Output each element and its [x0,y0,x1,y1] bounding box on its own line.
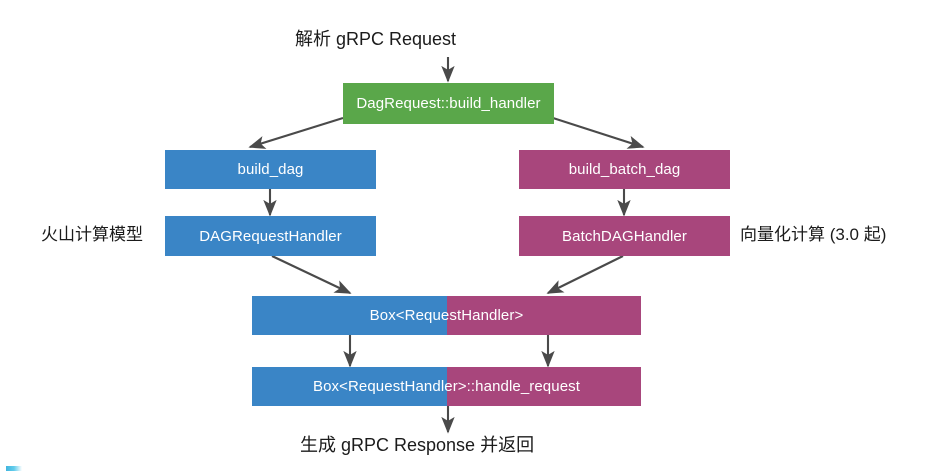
node-build-handler[interactable]: DagRequest::build_handler [343,83,554,124]
edge-build-handler-to-build-dag [248,116,344,149]
corner-artifact [6,466,22,471]
entry-caption-text: 解析 gRPC Request [295,29,457,49]
node-build-dag[interactable]: build_dag [165,150,376,189]
side-label-left-text: 火山计算模型 [41,225,143,244]
edge-dag-handler-to-box-handler [271,255,352,294]
entry-caption: 解析 gRPC Request [295,28,456,50]
edge-build-handler-to-build-batch-dag [552,117,645,149]
node-handle-request[interactable]: Box<RequestHandler>::handle_request [252,367,641,406]
node-build-batch-dag[interactable]: build_batch_dag [519,150,730,189]
node-handle-request-label: Box<RequestHandler>::handle_request [312,378,581,395]
node-build-handler-label: DagRequest::build_handler [356,95,541,112]
node-box-request-handler[interactable]: Box<RequestHandler> [252,296,641,335]
edge-batch-handler-to-box-handler [546,255,624,294]
node-build-dag-label: build_dag [237,161,304,178]
node-batch-dag-handler-label: BatchDAGHandler [562,227,687,245]
node-dag-request-handler[interactable]: DAGRequestHandler [165,216,376,256]
node-build-batch-dag-label: build_batch_dag [568,161,681,178]
side-label-right: 向量化计算 (3.0 起) [740,224,886,245]
side-label-left: 火山计算模型 [41,224,143,245]
side-label-right-text: 向量化计算 (3.0 起) [740,225,887,244]
exit-caption-text: 生成 gRPC Response 并返回 [300,435,535,455]
node-box-request-handler-label: Box<RequestHandler> [369,307,524,324]
node-batch-dag-handler[interactable]: BatchDAGHandler [519,216,730,256]
exit-caption: 生成 gRPC Response 并返回 [300,434,534,456]
node-dag-request-handler-label: DAGRequestHandler [199,227,342,245]
